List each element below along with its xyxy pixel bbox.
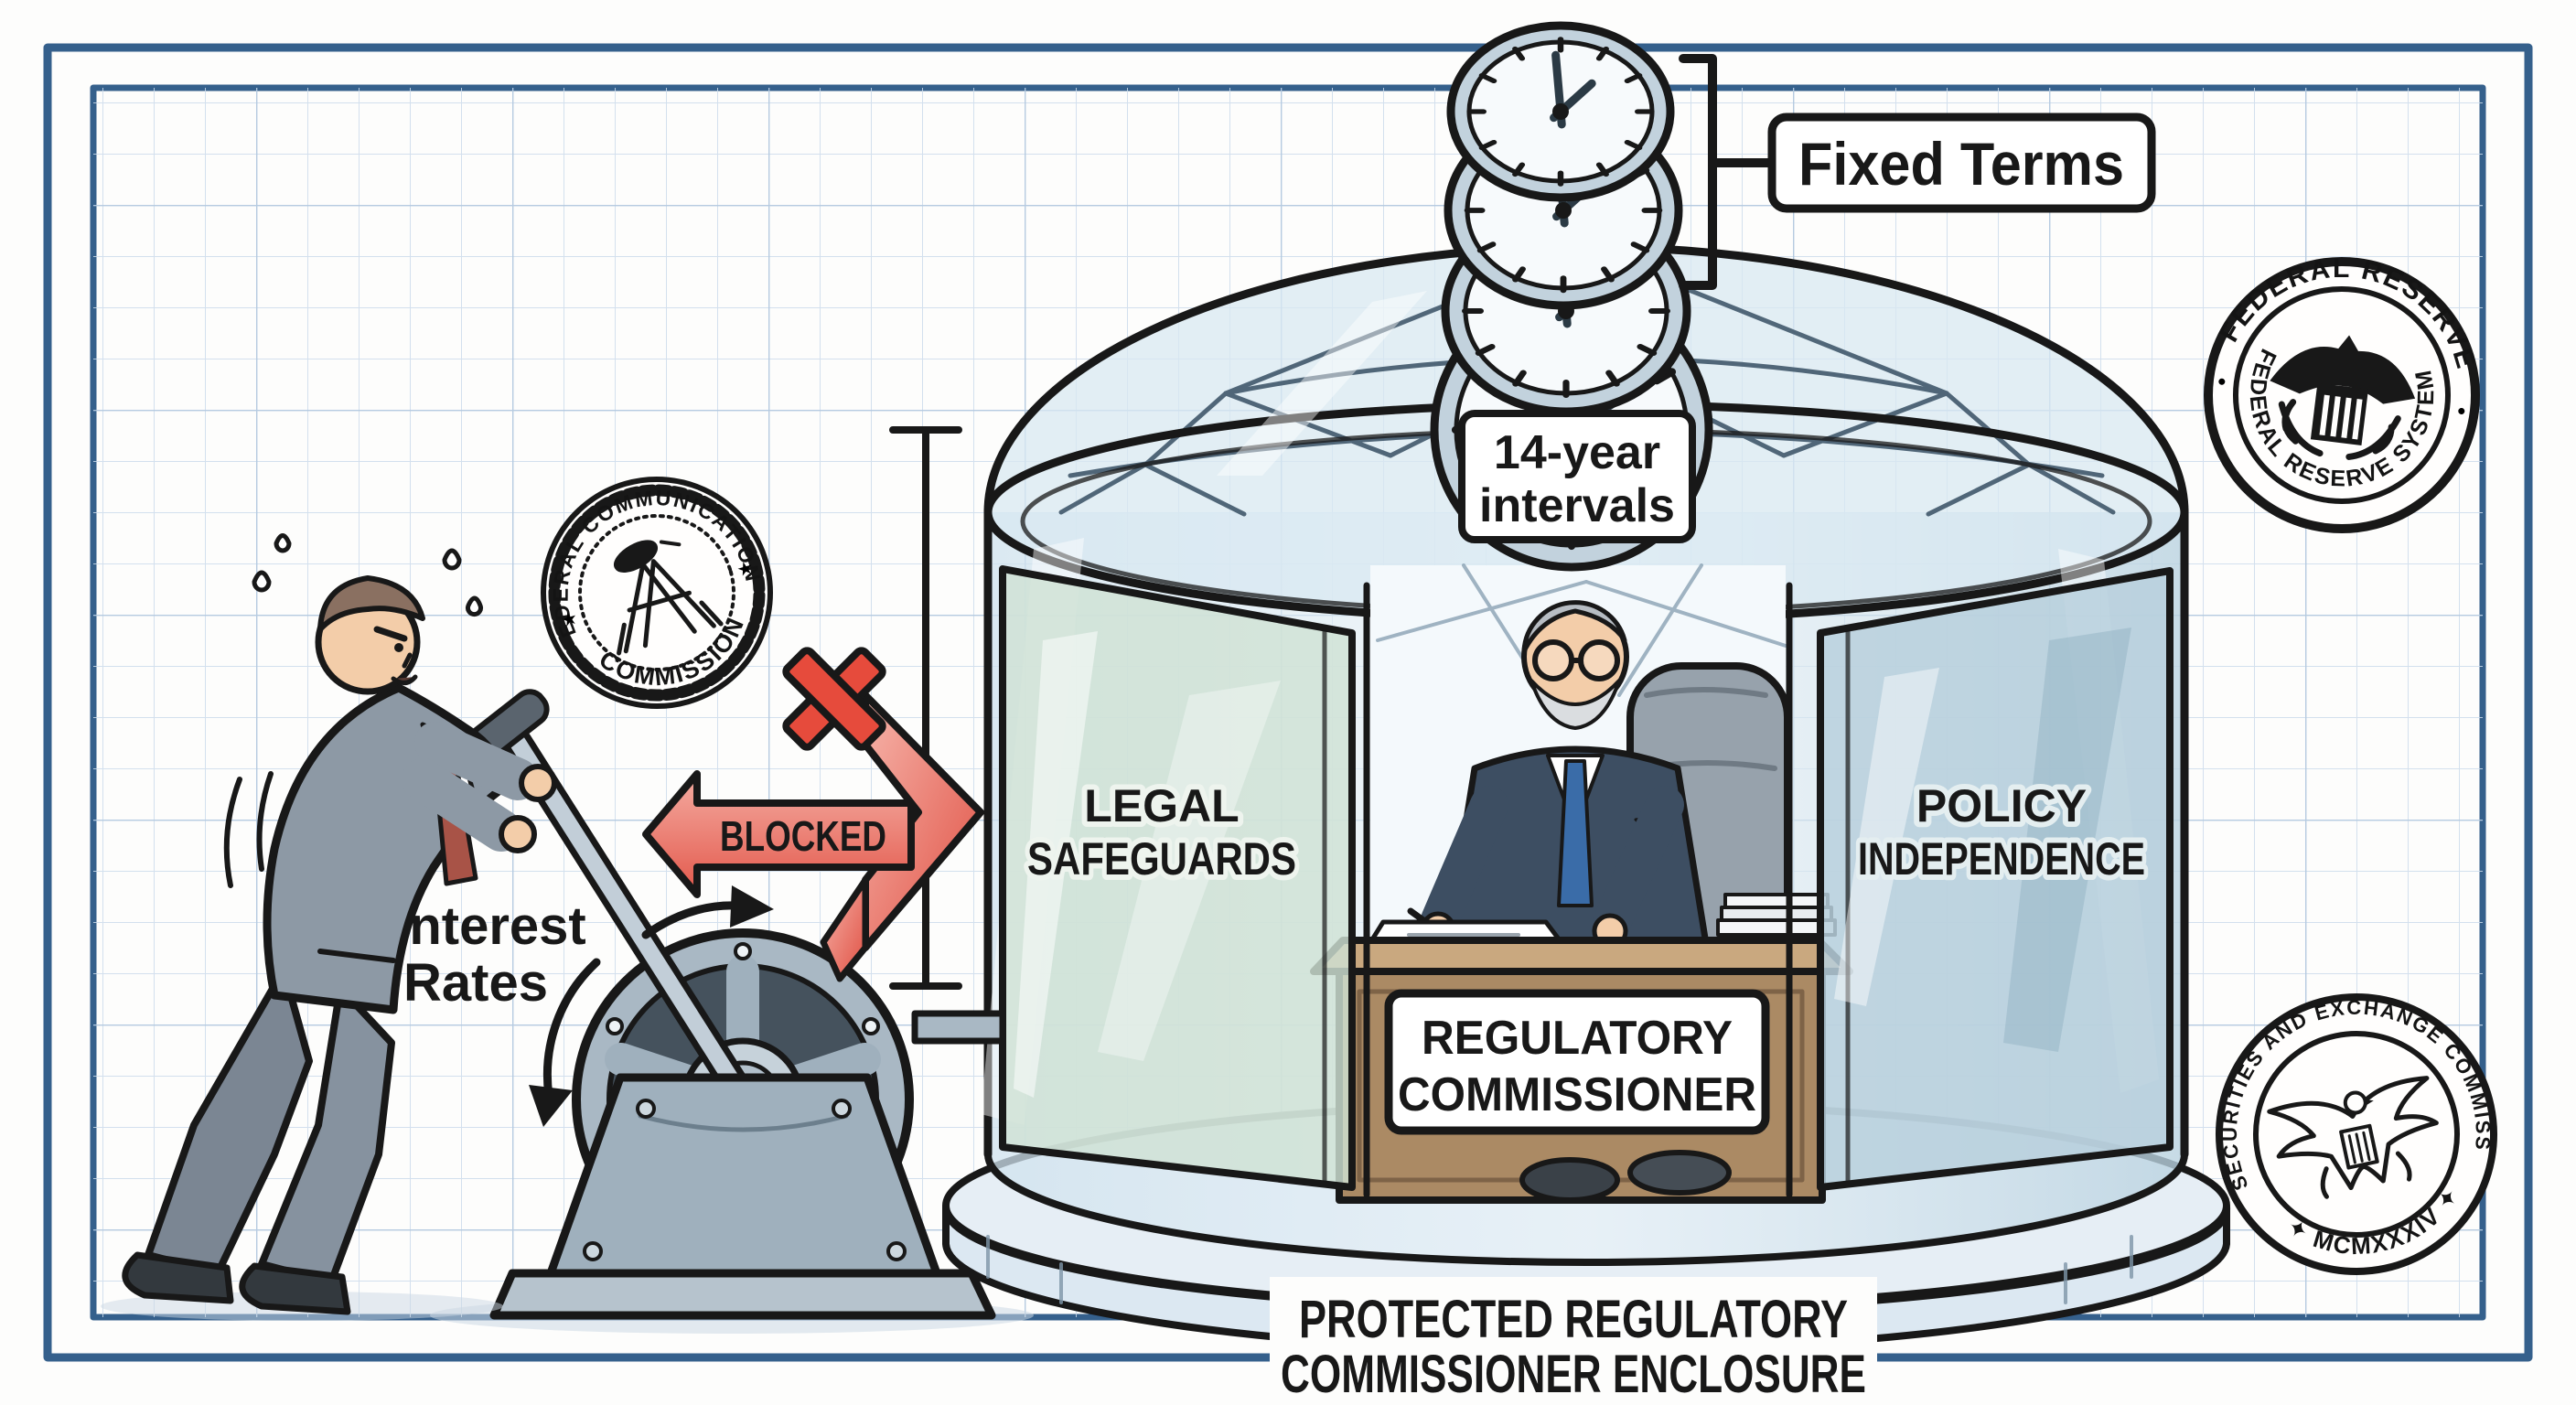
man-hair — [317, 575, 425, 632]
machine-base — [489, 1269, 996, 1320]
fcc-rope-ring — [548, 484, 766, 702]
glass-panel-right: POLICY INDEPENDENCE — [1817, 567, 2174, 1191]
legal-safeguards-line2: SAFEGUARDS — [1027, 833, 1296, 885]
fixed-terms-label: Fixed Terms — [1798, 130, 2124, 198]
fixed-terms-callout: Fixed Terms — [1679, 54, 2156, 290]
interest-line2: Rates — [403, 953, 548, 1013]
fixed-terms-box — [1767, 113, 2156, 213]
interest-line1: Interest — [394, 896, 586, 956]
rotation-arrowhead-right — [730, 885, 774, 928]
blocked-label: BLOCKED — [720, 812, 886, 860]
sweat-drops — [252, 533, 483, 617]
blocked-arrow-assembly: BLOCKED — [642, 647, 984, 982]
man-shoe-back — [122, 1251, 234, 1304]
interval-line2: intervals — [1479, 479, 1675, 532]
desk-top — [1310, 937, 1853, 975]
man-shoe-front — [239, 1262, 351, 1315]
man-hand-top — [519, 764, 557, 802]
man-belt — [317, 949, 396, 963]
man-eye — [394, 643, 403, 652]
machine-stand — [546, 1073, 941, 1278]
legal-safeguards-line1: LEGAL — [1084, 780, 1239, 831]
rotation-arrowhead-down — [529, 1085, 573, 1127]
fed-laurel-left — [2278, 399, 2324, 457]
deflection-tail — [820, 876, 869, 982]
caption-line1: PROTECTED REGULATORY — [1299, 1290, 1848, 1349]
rotation-arrow-right — [641, 901, 742, 939]
motion-arcs — [223, 771, 274, 888]
caption: PROTECTED REGULATORY COMMISSIONER ENCLOS… — [1270, 1277, 1877, 1404]
fed-eagle-emblem — [2270, 335, 2416, 460]
cylinder-bottom — [984, 1151, 2188, 1266]
sec-seal: U.S. SECURITIES AND EXCHANGE COMMISSION … — [2193, 970, 2502, 1276]
commissioner-glasses — [1532, 639, 1620, 681]
interval-sign: 14-year intervals — [1458, 410, 1696, 543]
glass-panel-left: LEGAL SAFEGUARDS — [999, 565, 1356, 1191]
caption-line2: COMMISSIONER ENCLOSURE — [1281, 1345, 1866, 1404]
commissioner-sign: REGULATORY COMMISSIONER — [1384, 989, 1770, 1135]
policy-independence-line1: POLICY — [1916, 780, 2087, 831]
rotation-arrow-down — [542, 958, 601, 1100]
man-brow — [373, 626, 408, 642]
fed-dot-right: • — [2456, 397, 2468, 425]
commissioner-hair — [1521, 600, 1627, 654]
fcc-emblem — [614, 540, 724, 656]
fcc-star-right: ★ — [735, 557, 756, 581]
man-arm-upper — [414, 722, 539, 800]
fixed-terms-clock-stack: 14-year intervals Fixed Terms — [1430, 21, 2156, 572]
interest-rates-label: Interest Rates — [394, 896, 586, 1013]
commissioner-beard — [1530, 679, 1621, 730]
interval-line1: 14-year — [1494, 426, 1660, 479]
regulatory-commissioner-figure — [1407, 600, 1711, 953]
bracket — [1679, 54, 1717, 290]
man-mouth — [391, 674, 418, 685]
dimension-line — [889, 426, 962, 990]
red-x-mark — [782, 647, 886, 751]
desk: REGULATORY COMMISSIONER — [1310, 893, 1853, 1204]
fed-dot-left: • — [2216, 367, 2228, 395]
sign-line1: REGULATORY — [1422, 1012, 1733, 1065]
commissioner-arm-left — [1421, 786, 1508, 939]
blocked-arrow — [642, 770, 915, 898]
man-hand-bottom — [499, 815, 537, 853]
interest-rate-machine — [430, 689, 1034, 1334]
clock-1 — [1446, 21, 1675, 202]
fcc-star-left: ★ — [559, 607, 580, 631]
connecting-rod — [911, 1010, 1006, 1045]
man-arm-lower — [402, 758, 522, 852]
man-nose — [402, 652, 413, 669]
frustrated-official-figure — [101, 533, 557, 1321]
policy-independence-line2: INDEPENDENCE — [1858, 833, 2145, 885]
commissioner-arm-right — [1593, 786, 1684, 941]
fed-laurel-right — [2345, 415, 2401, 460]
sign-line2: COMMISSIONER — [1398, 1068, 1756, 1121]
shoe-left — [1519, 1157, 1620, 1203]
sec-eagle-emblem — [2267, 1076, 2439, 1199]
commissioner-tie — [1557, 759, 1594, 907]
shoe-right — [1627, 1150, 1732, 1196]
